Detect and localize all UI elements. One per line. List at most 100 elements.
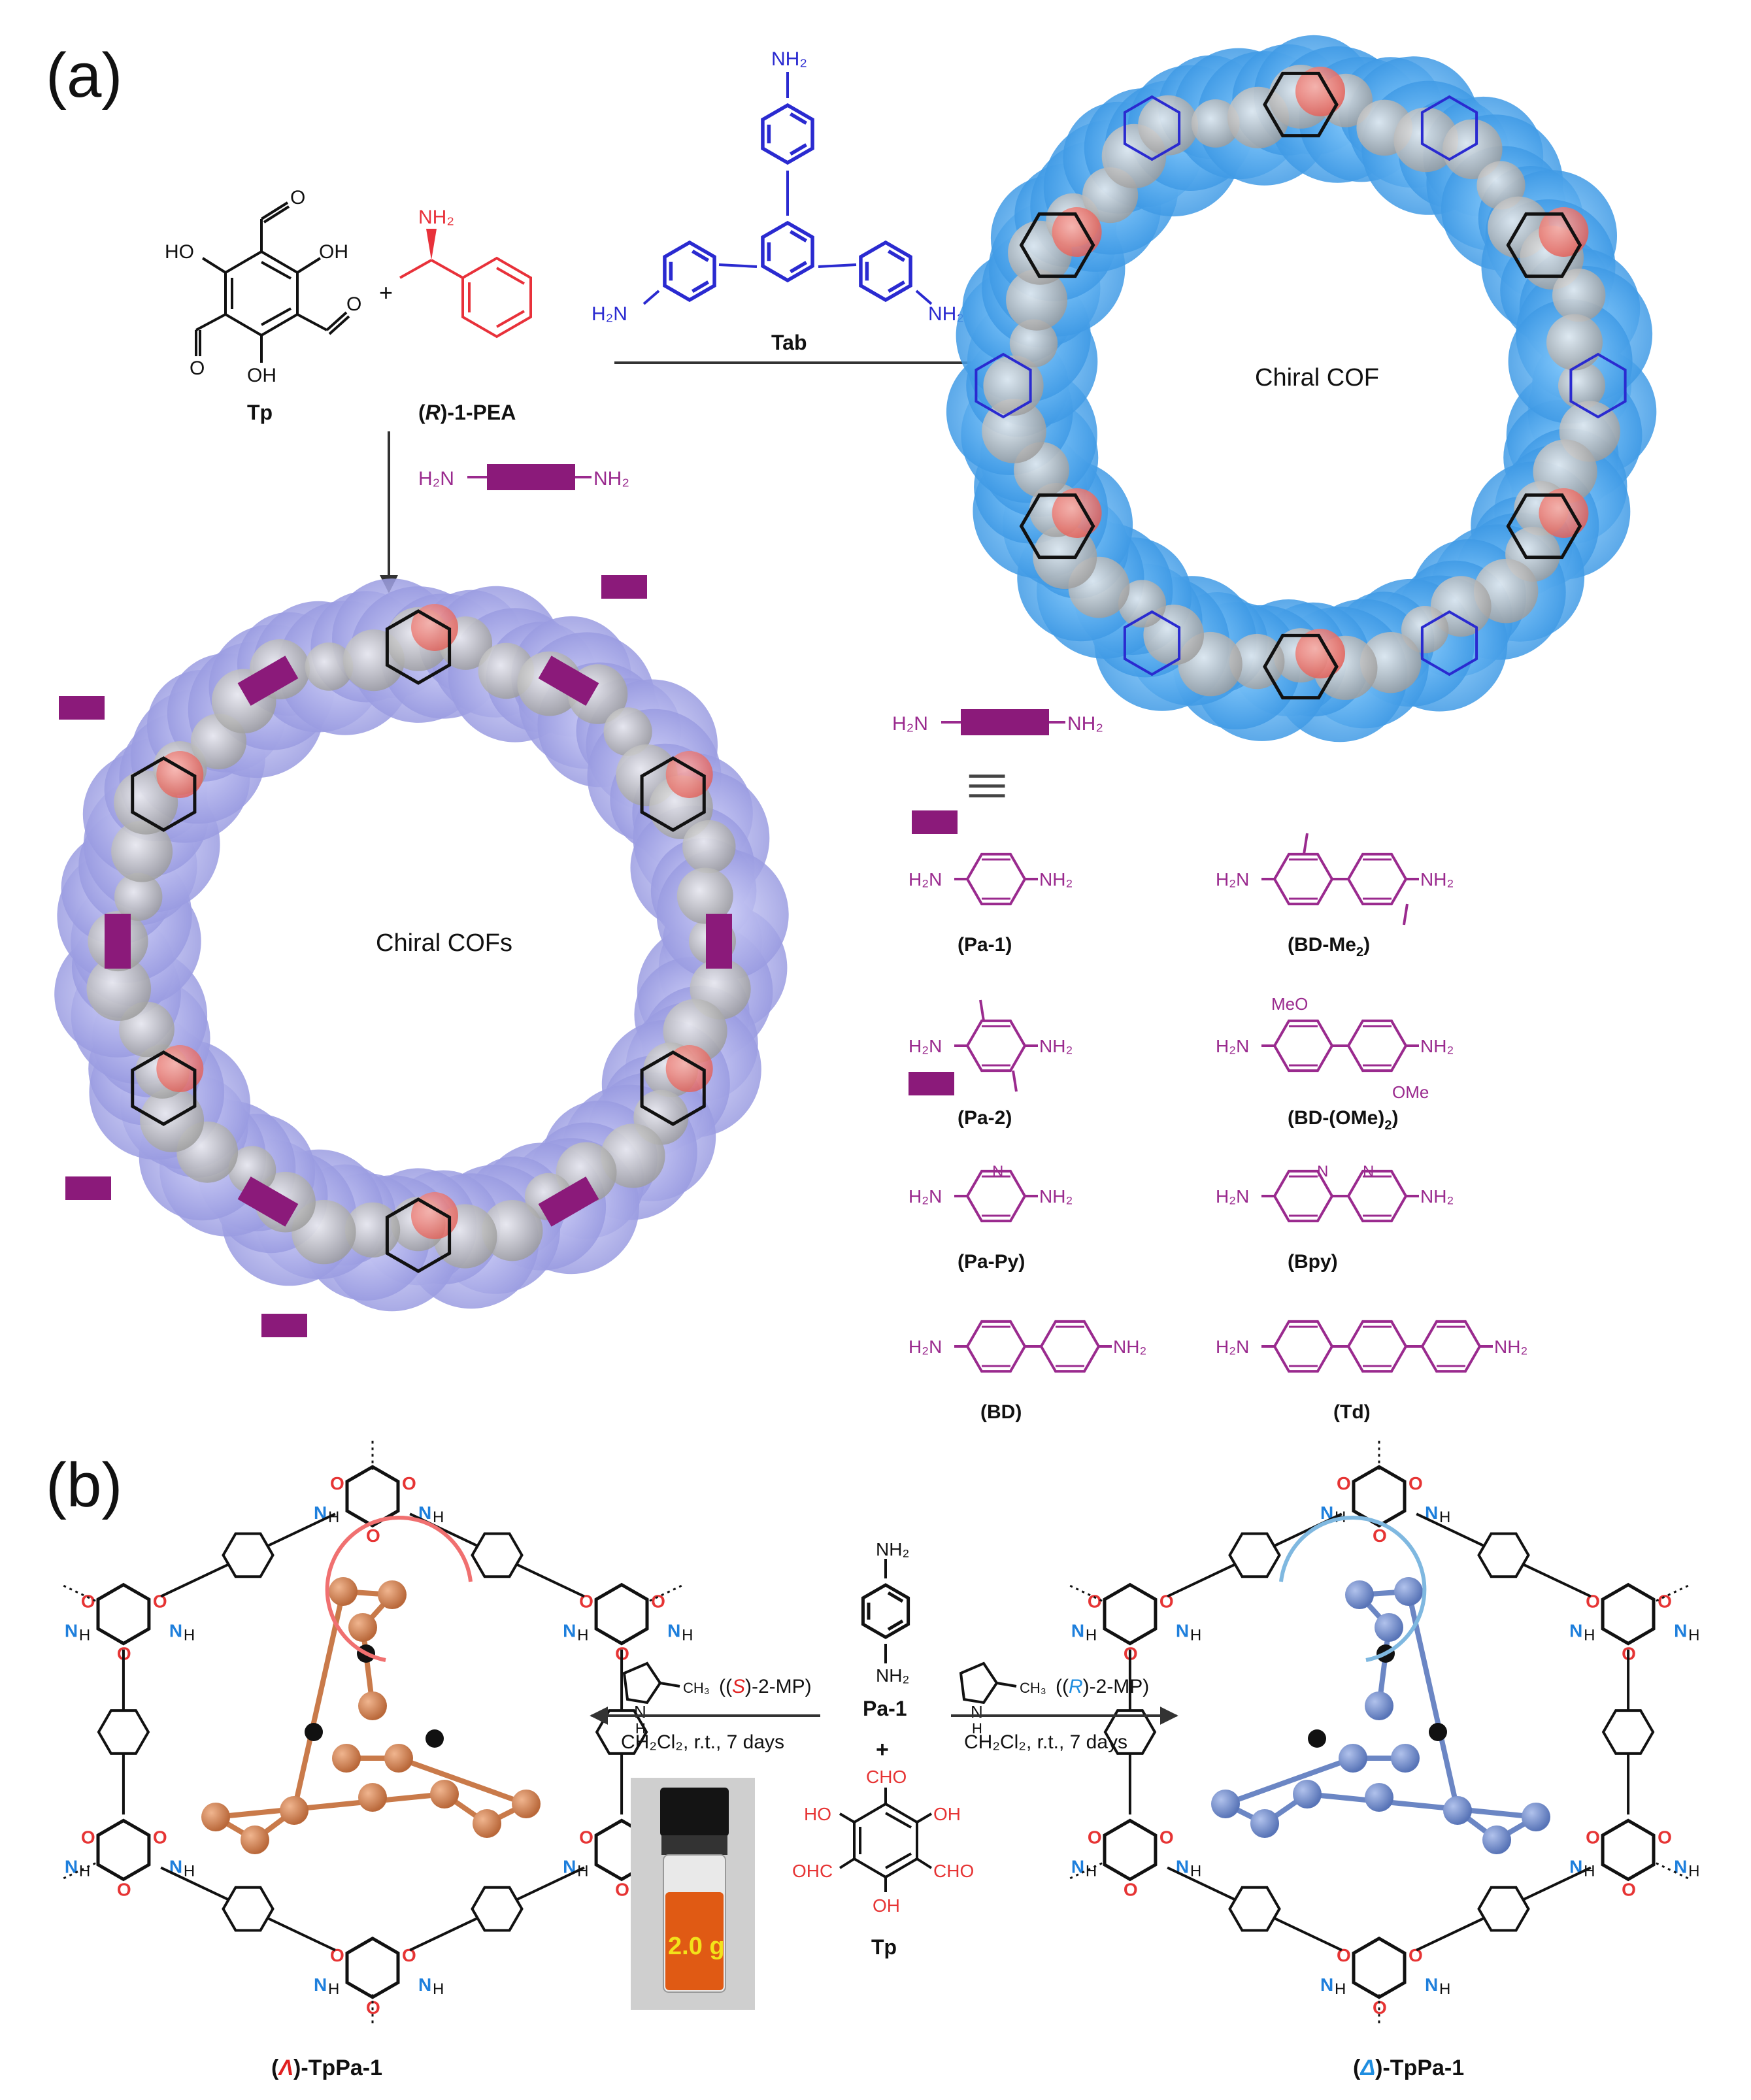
equivalence-symbol: |||: [969, 771, 1011, 801]
linker-label-BD-Me2: (BD-Me2): [1288, 934, 1370, 959]
linker-h2n: H₂N: [909, 869, 942, 890]
tppa-nitrogen: N: [1320, 1975, 1333, 1995]
linker-label-BD: (BD): [980, 1401, 1022, 1423]
molecule-dark-atom: [305, 1723, 323, 1741]
tppa-oxygen: O: [366, 1525, 380, 1546]
tppa-oxygen: O: [117, 1879, 131, 1899]
cof-left-oxygen-blob: [411, 604, 458, 651]
tppa-nitrogen: N: [1425, 1975, 1438, 1995]
cof-top-grey-blob: [1118, 580, 1166, 628]
panel-b-letter: (b): [46, 1450, 122, 1520]
linker-ring: [1346, 1019, 1408, 1073]
right-catalyst-n: N: [971, 1702, 983, 1722]
cof-left-core-ring: [131, 756, 197, 832]
cof-top-oxygen-blob: [1539, 488, 1589, 538]
linker-ring: [1273, 1320, 1334, 1373]
cof-top-benzene: [975, 352, 1032, 419]
cof-left-grey-blob: [111, 820, 173, 882]
right-catalyst-h: H: [972, 1720, 982, 1737]
tppa-phenyl: [1477, 1886, 1530, 1932]
linker-label-Pa-1: (Pa-1): [958, 934, 1012, 956]
vial-photo: [631, 1778, 755, 2010]
tppa-core-ring: [1352, 1936, 1407, 1999]
molecule-bond: [1307, 1792, 1537, 1820]
cof-left-outer-linker: [601, 575, 647, 599]
tppa-hydrogen: H: [1584, 1862, 1595, 1880]
linker-pyridine-n: N: [1363, 1163, 1374, 1180]
cof-left-oxygen-blob: [665, 1045, 713, 1092]
tppa-oxygen: O: [1622, 1879, 1636, 1899]
cof-top-grey-blob: [1009, 319, 1058, 367]
center-nh2-bottom: NH₂: [876, 1665, 909, 1686]
tppa-nitrogen: N: [1176, 1621, 1189, 1641]
generic-linker-legend-nh2: NH₂: [1067, 713, 1103, 735]
molecule-atom: [1293, 1780, 1322, 1808]
generic-linker-top: [467, 464, 592, 490]
center-tp-cho-right: CHO: [933, 1861, 974, 1881]
tp-oh-right: OH: [319, 241, 348, 263]
cof-top-grey-blob: [1138, 95, 1199, 156]
tppa-hydrogen: H: [79, 1627, 90, 1644]
tppa-nitrogen: N: [1569, 1621, 1582, 1641]
linker-h2n: H₂N: [1216, 1186, 1249, 1207]
tppa-nitrogen: N: [169, 1621, 182, 1641]
molecule-atom: [384, 1744, 413, 1773]
tppa-nitrogen: N: [1176, 1856, 1189, 1876]
linker-ring: [965, 1019, 1027, 1073]
plus-a: +: [379, 279, 393, 306]
molecule-atom: [1391, 1744, 1420, 1773]
tppa-nitrogen: N: [1071, 1621, 1084, 1641]
tppa-core-ring: [1103, 1818, 1158, 1882]
tppa-phenyl: [97, 1709, 150, 1755]
tppa-oxygen: O: [1088, 1592, 1102, 1612]
cof-top-oxygen-blob: [1052, 207, 1102, 257]
tppa-phenyl: [1601, 1709, 1655, 1755]
tppa-oxygen: O: [1373, 1525, 1387, 1546]
tppa-hydrogen: H: [1086, 1862, 1097, 1880]
tppa-nitrogen: N: [418, 1503, 431, 1523]
tppa-hydrogen: H: [79, 1862, 90, 1880]
tp-oh-bottom: OH: [247, 365, 276, 386]
cof-left-grey-blob: [114, 873, 163, 921]
cof-left-core-ring: [640, 756, 706, 832]
tppa-phenyl: [1228, 1886, 1281, 1932]
linker-label-Bpy: (Bpy): [1288, 1251, 1338, 1273]
tppa-oxygen: O: [1337, 1473, 1351, 1493]
left-catalyst-h: H: [635, 1720, 646, 1737]
molecule-bond: [292, 1591, 346, 1811]
linker-ring: [1039, 1320, 1101, 1373]
molecule-bond: [215, 1792, 445, 1820]
tppa-hydrogen: H: [682, 1627, 693, 1644]
left-product-label: (Λ)-TpPa-1: [271, 2056, 382, 2080]
linker-nh2: NH₂: [1039, 1036, 1073, 1056]
cof-left-grey-blob: [86, 956, 152, 1021]
linker-nh2: NH₂: [1039, 869, 1073, 890]
rotation-arrow-icon: [325, 1516, 473, 1662]
center-pa1-label: Pa-1: [863, 1697, 907, 1720]
tppa-phenyl: [1103, 1709, 1157, 1755]
cof-top-grey-blob: [1191, 99, 1240, 148]
cof-top-core-ring: [1263, 71, 1339, 138]
tppa-core-ring: [1601, 1818, 1656, 1882]
linker-pyridine-n: N: [1317, 1163, 1328, 1180]
molecule-atom: [1250, 1809, 1279, 1838]
molecule-atom: [1443, 1796, 1472, 1825]
tp-o-right: O: [346, 293, 361, 315]
cof-left-linker-block: [237, 656, 299, 706]
molecule-dark-atom: [1429, 1723, 1447, 1741]
molecule-atom: [358, 1692, 387, 1720]
tppa-oxygen: O: [153, 1827, 167, 1847]
tp-molecule: [195, 201, 350, 363]
molecule-atom: [1482, 1825, 1511, 1854]
tppa-oxygen: O: [651, 1592, 665, 1612]
cof-left-grey-blob: [601, 1124, 665, 1188]
cof-left-core-ring: [385, 609, 452, 685]
molecule-atom: [1365, 1692, 1393, 1720]
tppa-core-ring: [1601, 1582, 1656, 1646]
left-catalyst-n: N: [634, 1702, 646, 1722]
left-conditions: CH₂Cl₂, r.t., 7 days: [621, 1731, 784, 1753]
tppa-oxygen: O: [1373, 1997, 1387, 2018]
